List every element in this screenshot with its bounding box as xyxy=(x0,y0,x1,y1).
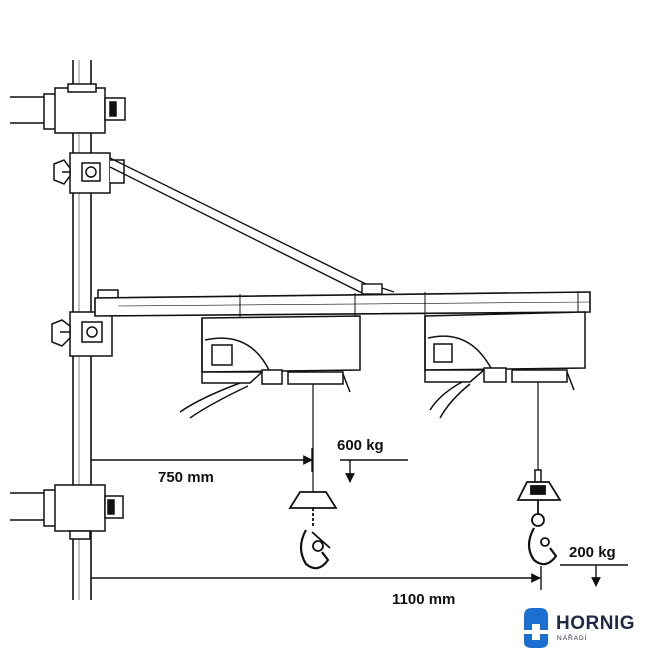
hornig-logo-icon xyxy=(524,608,548,648)
lower-scaffold-coupler xyxy=(10,484,124,540)
distance-far-label: 1100 mm xyxy=(392,591,455,608)
load-arrow-near xyxy=(340,459,408,483)
logo-sub: NÁŘADÍ xyxy=(557,633,588,642)
dimension-line-750 xyxy=(91,448,313,472)
boom-arm xyxy=(94,291,591,318)
hornig-logo: HORNIG NÁŘADÍ xyxy=(524,608,635,648)
tie-rod xyxy=(109,157,395,295)
distance-near-label: 750 mm xyxy=(158,469,214,486)
upper-scaffold-coupler xyxy=(10,83,126,134)
load-arrow-far xyxy=(560,564,628,587)
logo-name: HORNIG xyxy=(556,613,635,634)
load-near-label: 600 kg xyxy=(337,437,384,454)
tie-rod-bracket xyxy=(53,152,125,194)
hoist-near xyxy=(179,315,361,492)
hook-far xyxy=(516,481,562,566)
hook-near xyxy=(288,491,338,570)
load-far-label: 200 kg xyxy=(569,544,616,561)
dimension-line-1100 xyxy=(91,566,542,590)
hoist-far xyxy=(424,311,586,483)
boom-bracket xyxy=(51,289,119,357)
